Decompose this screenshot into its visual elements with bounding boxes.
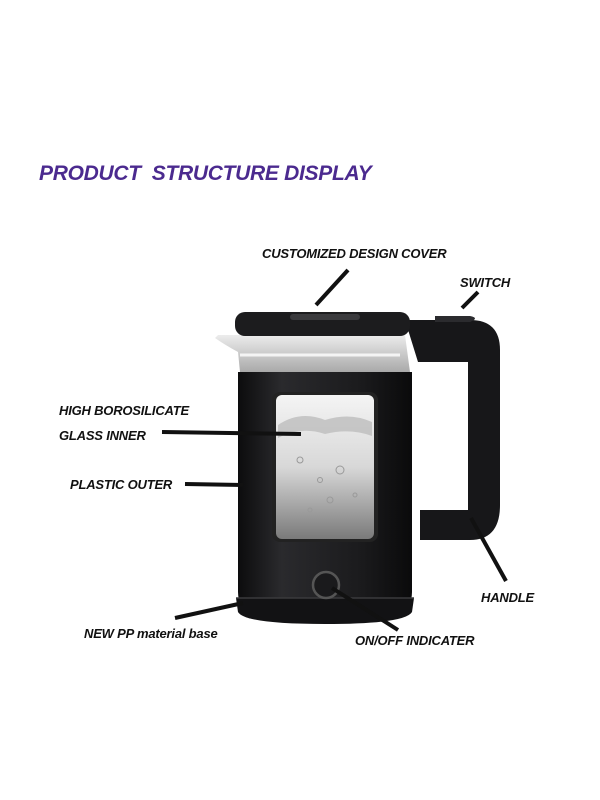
leader-lines (161, 268, 508, 632)
switch (435, 316, 475, 322)
base-leader-line (174, 601, 244, 620)
label-outer: PLASTIC OUTER (70, 477, 173, 492)
label-glass-line1: HIGH BOROSILICATE (59, 403, 189, 418)
label-base: NEW PP material base (84, 626, 218, 641)
label-glass-line2: GLASS INNER (59, 428, 146, 443)
handle (405, 316, 500, 540)
label-handle: HANDLE (481, 590, 534, 605)
label-switch: SWITCH (460, 275, 511, 290)
handle-leader-line (469, 517, 508, 582)
glass-window (272, 392, 378, 542)
label-indicator: ON/OFF INDICATER (355, 633, 475, 648)
glass-leader-line (161, 430, 302, 436)
page-title: PRODUCT STRUCTURE DISPLAY (39, 162, 372, 185)
indicator-leader-line (330, 586, 400, 632)
on-off-indicator (311, 570, 341, 600)
label-cover: CUSTOMIZED DESIGN COVER (262, 246, 447, 261)
base (236, 597, 414, 624)
cover-leader-line (314, 268, 350, 307)
switch-leader-line (460, 290, 480, 310)
lid (235, 312, 410, 336)
outer-leader-line (184, 482, 244, 487)
